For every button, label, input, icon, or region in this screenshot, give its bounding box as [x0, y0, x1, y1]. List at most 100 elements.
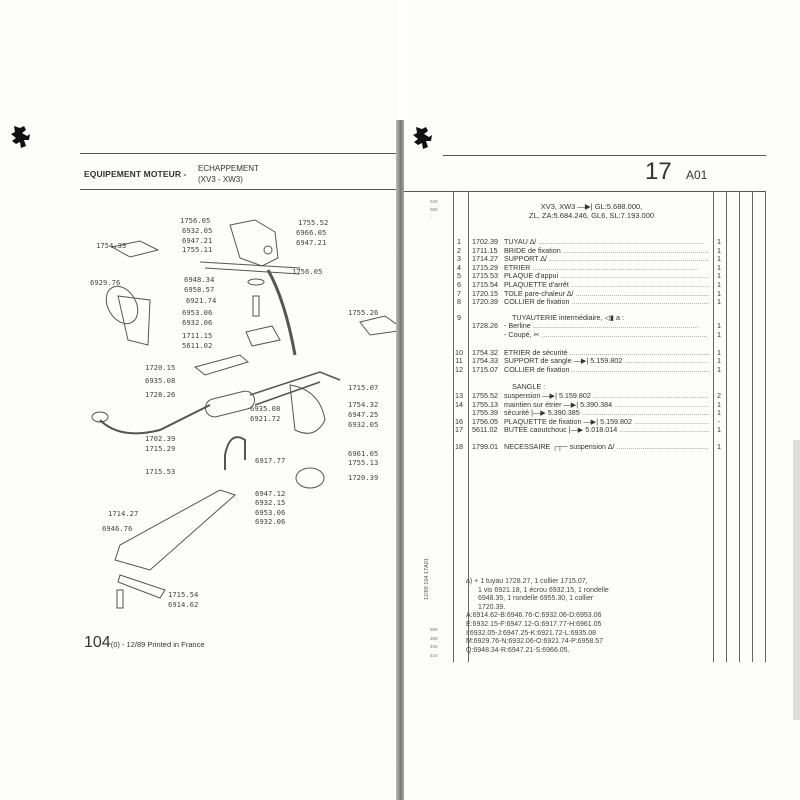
page-edge — [793, 440, 800, 720]
part-description: SUPPORT de sangle —▶| 5.159.802 — [504, 357, 709, 366]
note-line: E:6932.15-F:6947.12-G:6917.77-H:6961.05 — [466, 620, 602, 628]
part-description: - Berline — [504, 322, 709, 331]
part-reference: 1728.26 — [472, 321, 498, 331]
callout-label: 1756.05 — [180, 216, 211, 225]
parts-row: 1728.26- Berline1 — [452, 322, 732, 331]
callout-label: 5611.02 — [182, 341, 213, 350]
column-rule — [713, 191, 714, 662]
quantity: 1 — [717, 329, 721, 339]
callout-label: 6966.05 — [296, 228, 327, 237]
column-rule — [468, 191, 469, 662]
item-number: 3 — [457, 254, 461, 264]
strap-support-1754-33 — [110, 240, 160, 258]
part-description: TUYAU ∆/ — [504, 238, 709, 247]
callout-label: 6953.06 — [255, 508, 286, 517]
part-description: TOLE pare-chaleur ∆/ — [504, 290, 709, 299]
callout-label: 1715.29 — [145, 444, 176, 453]
callout-label: 1755.13 — [348, 458, 379, 467]
callout-label: 6921.74 — [186, 296, 217, 305]
stop-plate — [117, 574, 166, 599]
item-number: 5 — [457, 271, 461, 281]
notes-block: a) + 1 tuyau 1728.27, 1 collier 1715.07,… — [466, 578, 609, 655]
column-rule — [453, 191, 454, 662]
margin-code: 410 — [430, 653, 438, 658]
exhaust-exploded-diagram — [91, 219, 398, 609]
callout-label: 1756.05 — [292, 267, 323, 276]
strap — [266, 269, 297, 356]
support-arm — [114, 489, 236, 571]
callout-label: 1754.32 — [348, 400, 379, 409]
margin-code: 040 — [430, 199, 438, 204]
quantity: 1 — [717, 237, 721, 246]
item-number: 8 — [457, 297, 461, 307]
table-top-rule — [404, 191, 766, 192]
callout-label: 6914.62 — [168, 600, 199, 609]
item-number: 11 — [455, 356, 463, 366]
peugeot-lion-logo-right — [413, 127, 432, 149]
note-line: Q:6948.34-R:6947.21-S:6966.05. — [466, 646, 570, 654]
part-description: sécurité |—▶ 5.390.385 — [504, 409, 709, 418]
quantity: 1 — [717, 245, 721, 255]
callout-label: 1720.39 — [348, 473, 379, 482]
heat-shield — [193, 354, 250, 376]
part-description: ETRIER — [504, 264, 709, 273]
section-subtitle: ECHAPPEMENT (XV3 - XW3) — [198, 163, 259, 185]
callout-label: 6932.05 — [348, 420, 379, 429]
part-reference: 1715.54 — [472, 279, 498, 289]
part-reference: 1755.13 — [472, 399, 498, 409]
part-reference: 1754.32 — [472, 347, 498, 357]
note-line: 6948.35, 1 rondelle 6955.30, 1 collier — [478, 595, 594, 603]
callout-label: 1714.27 — [108, 509, 139, 518]
callout-label: 1715.53 — [145, 467, 176, 476]
callout-label: 6947.25 — [348, 410, 379, 419]
margin-code: 390 — [430, 636, 438, 641]
note-line: M:6929.76-N:6932.06-O:6921.74-P:6958.57 — [466, 638, 603, 646]
part-description: NECESSAIRE ┌┬─ suspension ∆/ — [504, 443, 709, 452]
applicability-line-2: ZL, ZA:5.684.246, GL6, SL:7.193.000 — [528, 211, 655, 220]
strap-1755-26 — [359, 315, 398, 336]
suspension-plate — [229, 219, 279, 267]
callout-label: 6953.06 — [182, 308, 213, 317]
pipe-flange — [91, 411, 109, 423]
item-number: 4 — [457, 262, 461, 272]
callout-label: 6932.06 — [182, 318, 213, 327]
clamp-1720-39 — [295, 467, 325, 489]
applicability-line-1: XV3, XW3 —▶| GL:5.688.000, — [540, 202, 643, 211]
rear-pipe — [249, 371, 341, 406]
callout-label: 1711.15 — [182, 331, 213, 340]
part-reference: 1756.05 — [472, 416, 498, 426]
callout-label: 1728.26 — [145, 390, 176, 399]
note-line: 1720.39. — [478, 603, 506, 611]
part-reference: 1799.01 — [472, 441, 498, 451]
note-line: 1 vis 6921.18, 1 écrou 6932.15, 1 rondel… — [478, 586, 609, 594]
item-number: 16 — [455, 416, 463, 426]
callout-label: 1720.15 — [145, 363, 176, 372]
callout-label: 6948.34 — [184, 275, 215, 284]
callout-label: 1755.26 — [348, 308, 379, 317]
note-line: I:6932.05-J:6947.25-K:6921.72-L:6935.08 — [466, 629, 596, 637]
left-page: EQUIPEMENT MOTEUR - ECHAPPEMENT (XV3 - X… — [0, 0, 398, 800]
bolt — [252, 295, 260, 317]
quantity: - — [717, 416, 721, 426]
part-description: TUYAUTERIE intermédiaire, ◁▮ a : — [512, 313, 624, 322]
note-line: a) + 1 tuyau 1728.27, 1 collier 1715.07, — [466, 578, 588, 585]
washer-top — [247, 278, 265, 286]
callout-label: 6947.21 — [296, 238, 327, 247]
callout-label: 1755.52 — [298, 218, 329, 227]
header-rule — [443, 155, 766, 156]
part-description: - Coupé, ✂ — [504, 331, 709, 340]
callout-label: 6947.12 — [255, 489, 286, 498]
quantity: 1 — [717, 279, 721, 289]
part-reference: 5611.02 — [472, 425, 498, 435]
part-description: PLAQUETTE de fixation —▶| 5.159.802 — [504, 418, 709, 427]
suspension-rod — [199, 261, 301, 275]
peugeot-lion-logo — [11, 126, 30, 148]
callout-label: 1755.11 — [182, 245, 213, 254]
callout-label: 1715.54 — [168, 590, 199, 599]
